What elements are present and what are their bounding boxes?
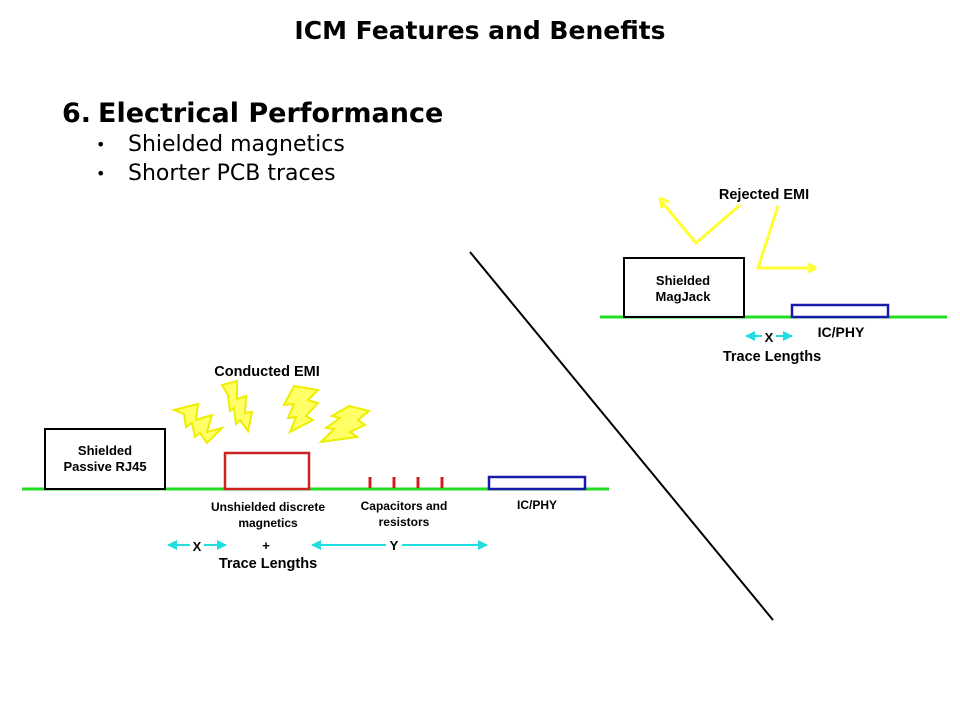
arrowhead-icon xyxy=(807,262,817,274)
conducted-emi-label: Conducted EMI xyxy=(214,364,320,380)
rj45-box xyxy=(44,428,166,490)
bullet-dot-icon: • xyxy=(96,135,106,154)
plus-label: + xyxy=(262,538,270,553)
rejected-emi-arrow-icon xyxy=(660,201,741,246)
rejected-emi-label: Rejected EMI xyxy=(719,187,809,203)
unshielded-magnetics-box xyxy=(223,451,311,491)
bullet-dot-icon: • xyxy=(96,164,106,183)
bullet-item: • Shielded magnetics xyxy=(96,130,345,159)
magjack-box xyxy=(623,257,745,318)
trace-lengths-label: Trace Lengths xyxy=(723,349,821,365)
ic-phy-label: IC/PHY xyxy=(517,498,557,512)
x-label: X xyxy=(765,330,774,345)
heading-number: 6. xyxy=(62,98,92,129)
slide-title: ICM Features and Benefits xyxy=(294,16,666,45)
bullet-list: • Shielded magnetics • Shorter PCB traces xyxy=(96,130,345,188)
lightning-bolt-icon xyxy=(318,404,372,444)
magnetics-label-line2: magnetics xyxy=(238,516,298,530)
divider-line xyxy=(469,251,774,621)
bullet-text: Shielded magnetics xyxy=(128,132,345,157)
magjack-label-line2: MagJack xyxy=(656,289,712,304)
lightning-bolt-icon xyxy=(220,379,254,434)
x-label: X xyxy=(193,539,202,554)
heading-text: Electrical Performance xyxy=(98,98,444,129)
rejected-emi-arrow-icon xyxy=(755,205,814,270)
trace-lengths-label: Trace Lengths xyxy=(219,556,317,572)
rj45-label-line1: Shielded xyxy=(78,443,132,458)
magjack-label-line1: Shielded xyxy=(656,273,710,288)
right-diagram: Shielded MagJack IC/PHY Rejected EMI X T… xyxy=(600,187,947,365)
lightning-bolt-icon xyxy=(170,402,226,445)
ic-phy-label: IC/PHY xyxy=(818,324,865,340)
section-heading: 6.Electrical Performance xyxy=(62,98,443,129)
bullet-text: Shorter PCB traces xyxy=(128,161,336,186)
bullet-item: • Shorter PCB traces xyxy=(96,159,345,188)
magnetics-label-line1: Unshielded discrete xyxy=(211,500,325,514)
lightning-bolt-icon xyxy=(282,384,321,435)
left-diagram: Shielded Passive RJ45 Conducted EMI Unsh… xyxy=(22,364,609,572)
capacitors-label-line1: Capacitors and xyxy=(361,499,448,513)
y-label: Y xyxy=(390,538,399,553)
ic-phy-box xyxy=(790,303,890,319)
arrowhead-icon xyxy=(658,196,670,209)
capacitors-label-line2: resistors xyxy=(379,515,430,529)
rj45-label-line2: Passive RJ45 xyxy=(63,459,146,474)
ic-phy-box xyxy=(487,475,587,491)
